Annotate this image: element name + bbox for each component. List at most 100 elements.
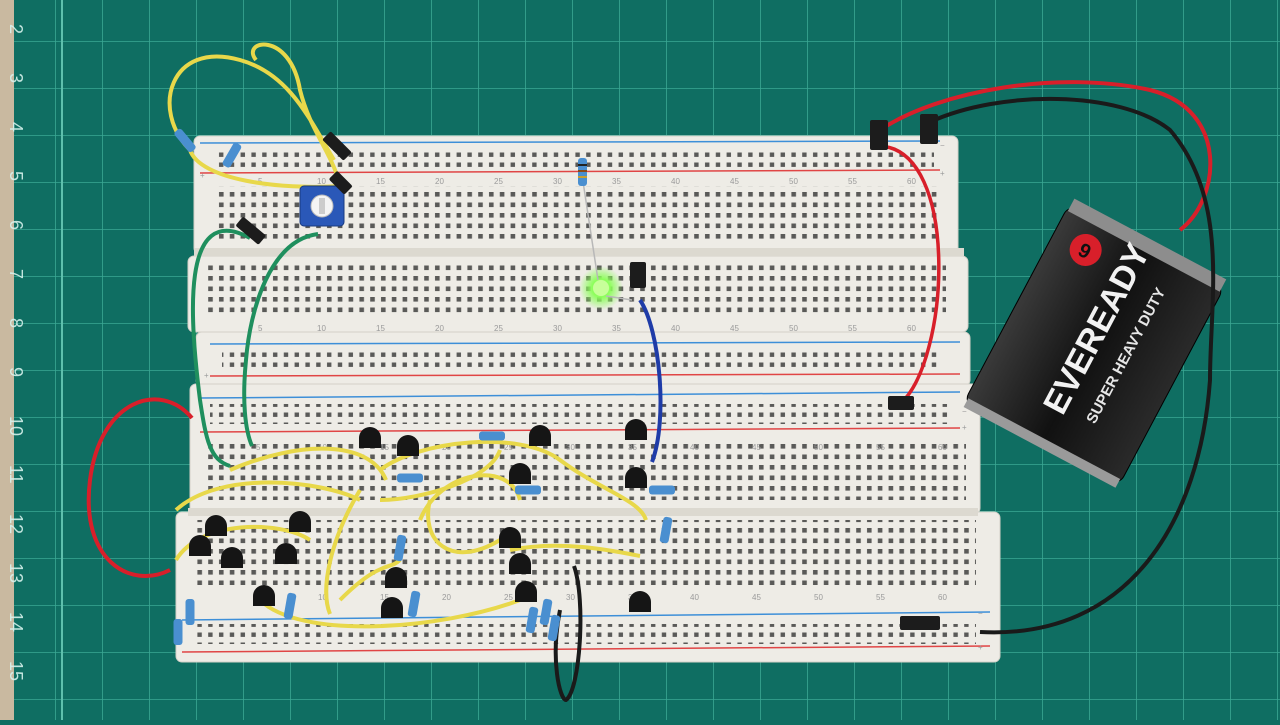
column-number: 60	[938, 443, 947, 452]
bottom-rail-plus-right: +	[978, 643, 983, 652]
column-number: 30	[553, 177, 562, 186]
transistor	[625, 467, 647, 488]
column-number: 40	[671, 177, 680, 186]
resistor	[173, 619, 183, 645]
wire-green-1	[190, 228, 251, 468]
column-number: 10	[317, 324, 326, 333]
mat-left-edge	[0, 0, 14, 720]
breadboard-lower	[175, 383, 1001, 663]
column-number: 20	[442, 443, 451, 452]
column-number: 55	[848, 177, 857, 186]
pin-connectors	[236, 114, 940, 630]
transistor	[253, 585, 275, 606]
column-number: 25	[494, 177, 503, 186]
lower-rail-minus-right: −	[962, 407, 967, 416]
transistor	[205, 515, 227, 536]
column-number: 20	[435, 324, 444, 333]
column-number: 5	[256, 443, 261, 452]
column-number: 45	[730, 177, 739, 186]
column-number: 35	[612, 177, 621, 186]
transistor	[221, 547, 243, 568]
resistor	[283, 592, 297, 620]
wire-blue	[638, 298, 663, 463]
column-number: 20	[442, 593, 451, 602]
column-number: 50	[789, 177, 798, 186]
wire-red-right	[879, 144, 941, 406]
resistor	[547, 614, 561, 642]
transistor	[397, 435, 419, 456]
column-number: 45	[730, 324, 739, 333]
transistor	[275, 543, 297, 564]
resistor-led	[578, 158, 587, 186]
column-number: 15	[380, 593, 389, 602]
column-number: 55	[876, 593, 885, 602]
column-number: 40	[671, 324, 680, 333]
column-number: 60	[907, 324, 916, 333]
column-number: 30	[553, 324, 562, 333]
transistor	[515, 581, 537, 602]
transistor	[509, 553, 531, 574]
transistor	[629, 591, 651, 612]
column-number: 60	[907, 177, 916, 186]
battery-logo	[1069, 233, 1102, 266]
column-number: 55	[876, 443, 885, 452]
column-number: 50	[814, 593, 823, 602]
transistor	[509, 463, 531, 484]
wire-red-left	[86, 397, 194, 578]
column-number: 30	[566, 443, 575, 452]
column-number: 25	[504, 593, 513, 602]
column-number: 25	[494, 324, 503, 333]
transistor	[385, 567, 407, 588]
resistors-top-left	[174, 128, 242, 168]
column-number: 25	[504, 443, 513, 452]
column-number: 5	[258, 324, 263, 333]
wire-green-2	[242, 232, 319, 447]
column-number: 45	[752, 443, 761, 452]
resistor	[185, 599, 195, 625]
battery-wire-red	[878, 80, 1213, 232]
column-number: 15	[376, 177, 385, 186]
column-number: 35	[612, 324, 621, 333]
breadboard-upper	[187, 135, 971, 387]
resistor	[407, 590, 421, 618]
bottom-rail-minus-right: −	[978, 609, 983, 618]
resistor	[659, 516, 673, 544]
resistor	[515, 485, 541, 495]
column-number: 10	[318, 593, 327, 602]
resistor	[393, 534, 407, 562]
resistor	[525, 606, 539, 634]
transistor	[359, 427, 381, 448]
resistor	[539, 598, 553, 626]
resistor	[479, 431, 505, 441]
green-led	[579, 174, 633, 310]
lower-rail-plus-right: +	[962, 423, 967, 432]
column-number: 40	[690, 443, 699, 452]
resistor-group	[173, 431, 675, 645]
upper-rail-plus-right: +	[940, 169, 945, 178]
transistor	[289, 511, 311, 532]
battery-9v: EVEREADY SUPER HEAVY DUTY 9	[963, 198, 1227, 488]
upper-rail-minus-right: −	[940, 141, 945, 150]
resistor	[649, 485, 675, 495]
column-number: 20	[435, 177, 444, 186]
upper-rail-plus: +	[200, 171, 205, 180]
transistor	[499, 527, 521, 548]
resistor	[397, 473, 423, 483]
battery-wire-black	[929, 96, 1216, 635]
transistor	[189, 535, 211, 556]
column-number: 45	[752, 593, 761, 602]
column-number: 50	[789, 324, 798, 333]
column-number: 30	[566, 593, 575, 602]
column-number: 15	[376, 324, 385, 333]
transistor	[529, 425, 551, 446]
column-number: 15	[380, 443, 389, 452]
column-number: 35	[628, 443, 637, 452]
wire-black-lower	[553, 565, 583, 703]
yellow-jumpers	[174, 439, 648, 629]
column-number: 40	[690, 593, 699, 602]
column-number: 60	[938, 593, 947, 602]
column-number: 10	[317, 177, 326, 186]
transistor	[625, 419, 647, 440]
